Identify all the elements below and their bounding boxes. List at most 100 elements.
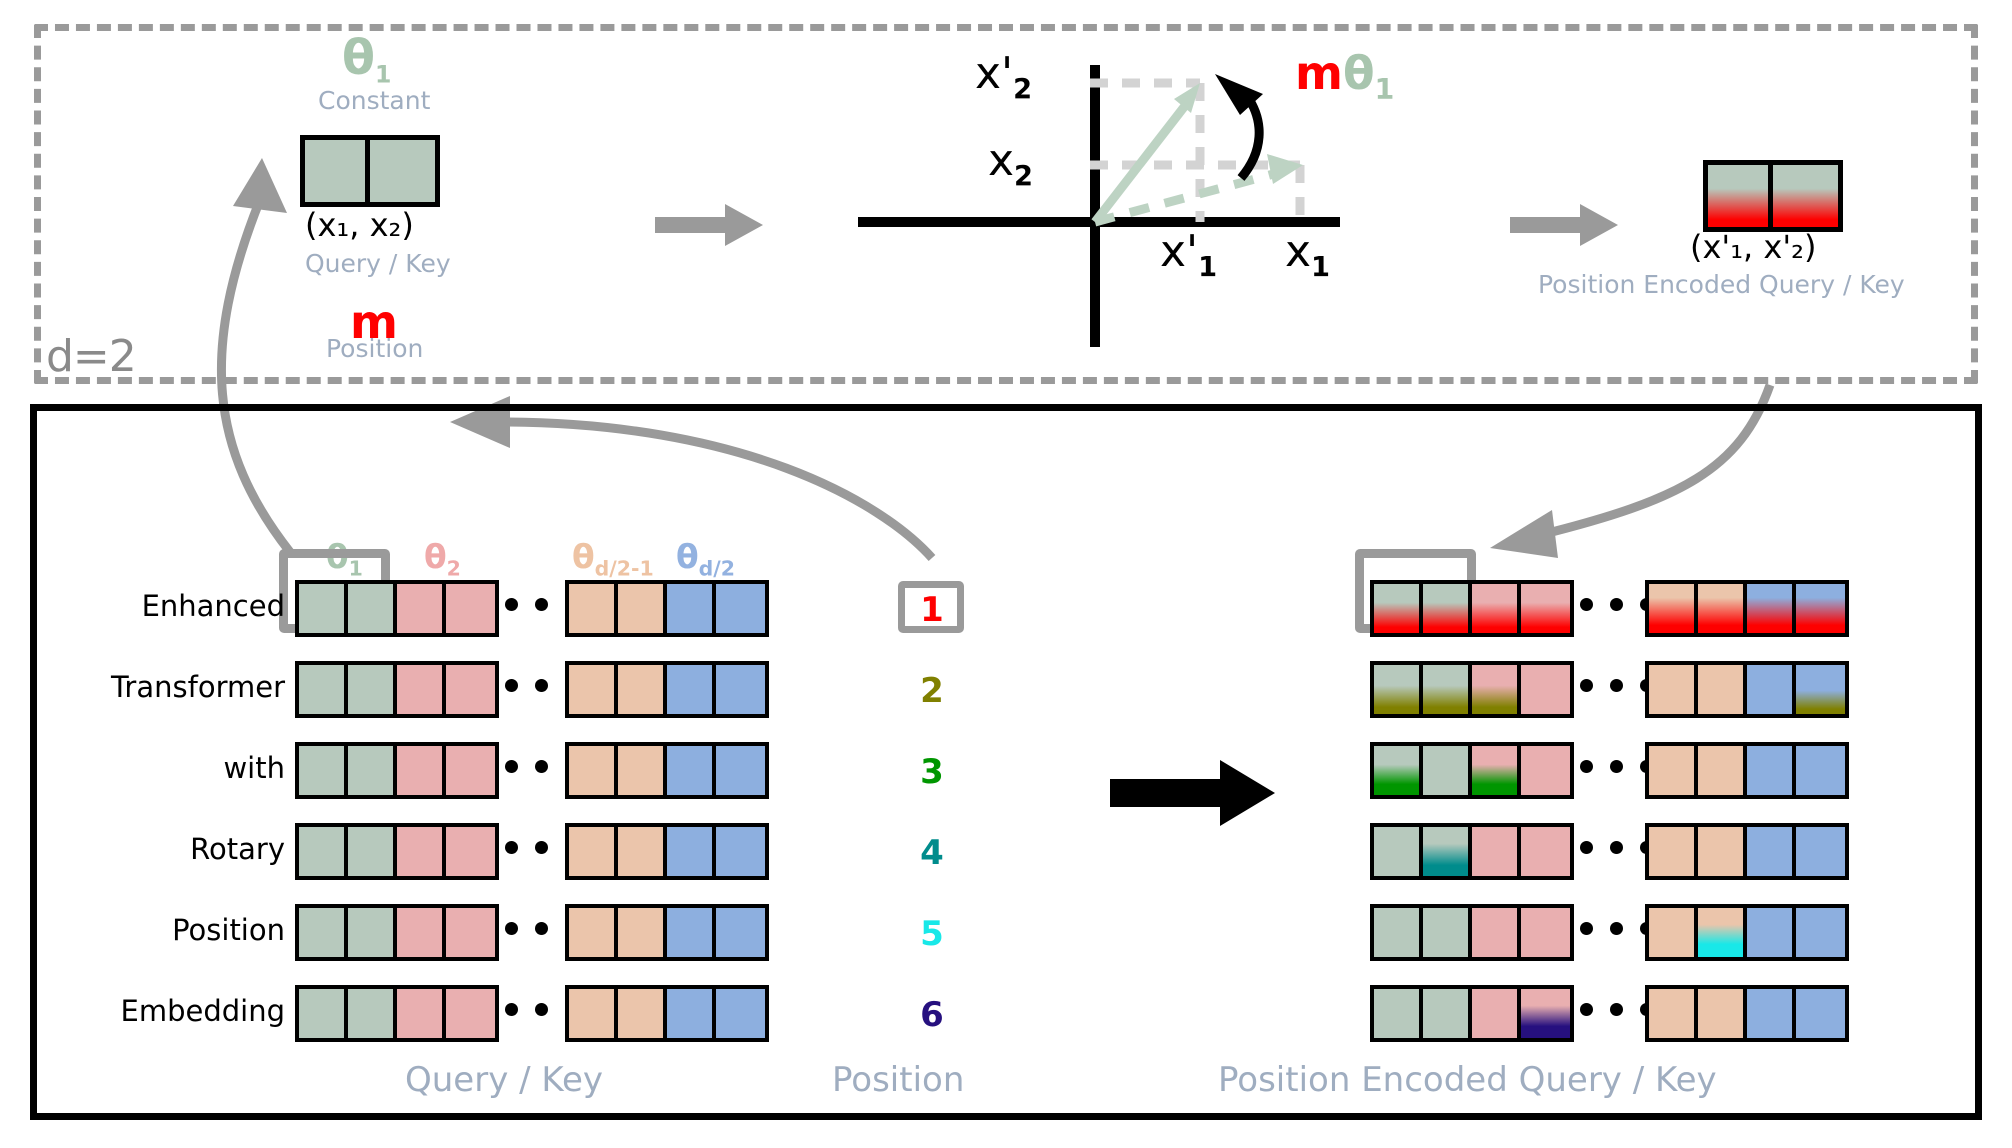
output-caption: Position Encoded Query / Key xyxy=(1538,270,1905,299)
enc-cell xyxy=(1521,665,1570,714)
dot xyxy=(1580,598,1593,611)
dot xyxy=(1580,679,1593,692)
enc-cell xyxy=(1796,746,1845,795)
query-key-vector-3 xyxy=(295,742,499,799)
dot xyxy=(1580,841,1593,854)
qk-cell xyxy=(305,140,370,202)
ellipsis-enc-3 xyxy=(1580,760,1653,773)
position-number-6: 6 xyxy=(920,995,944,1035)
d2-explainer-panel xyxy=(34,24,1978,384)
rotation-angle-sub: 1 xyxy=(1374,73,1395,107)
qk-cell xyxy=(446,989,495,1038)
enc-cell xyxy=(1521,584,1570,633)
qk-cell xyxy=(569,989,618,1038)
qk-cell xyxy=(370,140,435,202)
input-vector-label: (x₁, x₂) xyxy=(305,206,414,244)
qk-cell xyxy=(569,584,618,633)
theta1-symbol: θ1 xyxy=(342,30,391,89)
qk-cell xyxy=(667,746,716,795)
axis-label-x1-sub: 1 xyxy=(1311,251,1331,283)
dot xyxy=(1610,760,1623,773)
rotation-arc-arrow xyxy=(1215,74,1264,181)
constant-label: Constant xyxy=(318,86,431,115)
theta-header-2-sub: 2 xyxy=(446,556,461,581)
enc-cell xyxy=(1374,989,1423,1038)
token-label-4: Rotary xyxy=(190,832,285,866)
qk-cell xyxy=(348,746,397,795)
rotation-angle-theta: θ xyxy=(1342,46,1375,100)
caption-position: Position xyxy=(832,1060,965,1100)
dot xyxy=(1610,1003,1623,1016)
dot xyxy=(1610,679,1623,692)
enc-cell xyxy=(1472,746,1521,795)
qk-cell xyxy=(716,584,765,633)
enc-cell xyxy=(1472,584,1521,633)
dot xyxy=(535,760,548,773)
dimension-label: d=2 xyxy=(46,331,137,382)
enc-cell xyxy=(1747,908,1796,957)
enc-cell xyxy=(1521,827,1570,876)
qk-cell xyxy=(299,827,348,876)
enc-cell xyxy=(1649,908,1698,957)
qk-cell xyxy=(299,584,348,633)
curved-arrow-theta-up xyxy=(217,158,294,555)
qk-cell xyxy=(348,908,397,957)
qk-cell xyxy=(667,584,716,633)
query-key-vector-1 xyxy=(295,580,499,637)
qk-cell xyxy=(667,665,716,714)
qk-cell xyxy=(397,746,446,795)
enc-cell xyxy=(1423,746,1472,795)
query-key-vector-tail-5 xyxy=(565,904,769,961)
enc-cell xyxy=(1521,746,1570,795)
enc-cell xyxy=(1747,584,1796,633)
caption-query-key: Query / Key xyxy=(405,1060,604,1100)
qk-cell xyxy=(569,827,618,876)
ellipsis-enc-2 xyxy=(1580,679,1653,692)
query-key-vector-tail-6 xyxy=(565,985,769,1042)
enc-cell xyxy=(1423,665,1472,714)
encoded-cell xyxy=(1773,165,1838,227)
qk-cell xyxy=(446,746,495,795)
query-key-vector-d2 xyxy=(300,135,440,207)
enc-cell xyxy=(1521,989,1570,1038)
qk-cell xyxy=(618,584,667,633)
query-key-vector-tail-1 xyxy=(565,580,769,637)
enc-cell xyxy=(1472,665,1521,714)
qk-cell xyxy=(618,989,667,1038)
enc-cell xyxy=(1796,908,1845,957)
axis-label-x1: x1 xyxy=(1285,226,1330,283)
qk-cell xyxy=(716,989,765,1038)
dot xyxy=(505,922,518,935)
position-number-2: 2 xyxy=(920,671,944,711)
position-label: Position xyxy=(326,334,424,363)
query-key-vector-6 xyxy=(295,985,499,1042)
qk-cell xyxy=(299,908,348,957)
enc-cell xyxy=(1796,827,1845,876)
qk-cell xyxy=(667,827,716,876)
ellipsis-enc-4 xyxy=(1580,841,1653,854)
qk-cell xyxy=(348,584,397,633)
qk-cell xyxy=(446,827,495,876)
qk-cell xyxy=(716,665,765,714)
theta-header-d2-symbol: θ xyxy=(676,537,699,576)
qk-cell xyxy=(348,827,397,876)
query-key-vector-tail-3 xyxy=(565,742,769,799)
token-label-3: with xyxy=(223,751,285,785)
dot xyxy=(505,760,518,773)
position-number-3: 3 xyxy=(920,752,944,792)
query-key-vector-5 xyxy=(295,904,499,961)
enc-cell xyxy=(1423,908,1472,957)
enc-cell xyxy=(1423,584,1472,633)
axis-label-x1-prime-text: x' xyxy=(1160,226,1199,277)
qk-cell xyxy=(716,908,765,957)
encoded-vector-tail-2 xyxy=(1645,661,1849,718)
original-vector xyxy=(1093,154,1303,227)
axis-label-x1-text: x xyxy=(1285,226,1312,277)
encoded-vector-4 xyxy=(1370,823,1574,880)
dot xyxy=(1580,1003,1593,1016)
encoded-vector-tail-1 xyxy=(1645,580,1849,637)
qk-cell xyxy=(618,827,667,876)
enc-cell xyxy=(1649,989,1698,1038)
enc-cell xyxy=(1747,665,1796,714)
enc-cell xyxy=(1374,746,1423,795)
